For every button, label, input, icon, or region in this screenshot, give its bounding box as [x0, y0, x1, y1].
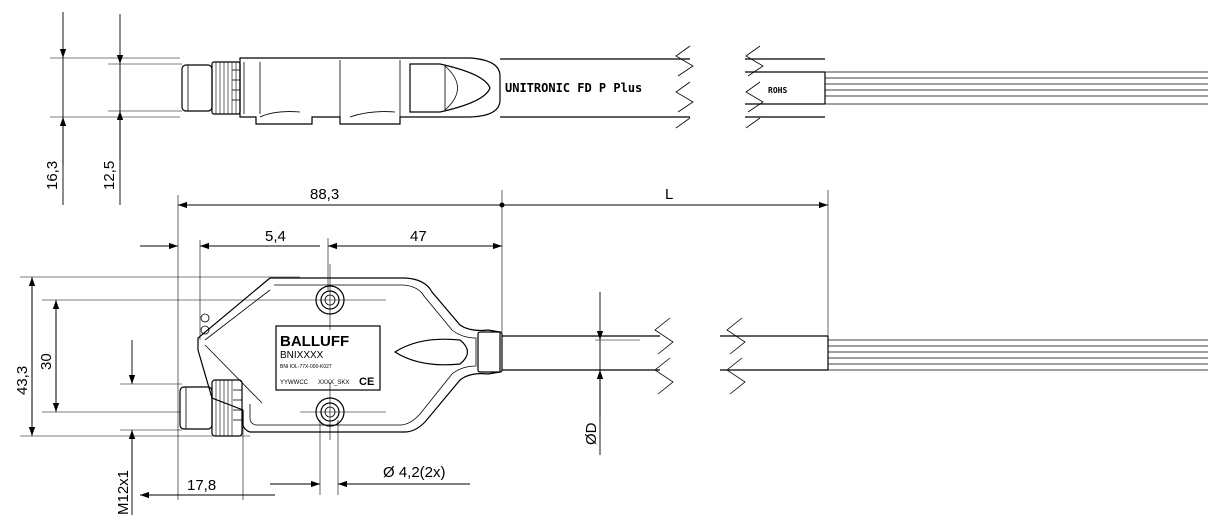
dim-hole-diameter-text: Ø 4,2(2x): [383, 464, 446, 481]
dim-connector-length: 17,8: [140, 420, 275, 500]
dim-height-total-text: 43,3: [14, 366, 31, 395]
connector-side: [181, 61, 241, 115]
dim-hole-spacing-text: 30: [38, 353, 55, 370]
dim-hole-spacing: 30: [38, 299, 300, 413]
label-model: BNIXXXX: [280, 350, 324, 361]
dim-offset-left: 5,4: [140, 228, 320, 340]
dim-cable-length-text: L: [665, 186, 673, 203]
label-brand: BALLUFF: [280, 333, 349, 350]
dim-connector-length-text: 17,8: [187, 477, 216, 494]
dim-hole-to-end: 47: [327, 228, 502, 290]
front-view: 88,3 L 5,4 47 43,3: [14, 186, 1208, 515]
dim-hole-diameter: Ø 4,2(2x): [270, 420, 470, 495]
label-ce-mark: CE: [359, 376, 374, 388]
cable-side: UNITRONIC FD P Plus ROHS: [500, 45, 1208, 129]
dim-cable-length: L: [502, 186, 828, 209]
label-date-code: YYWWCC: [280, 380, 309, 386]
dim-length-body: 88,3: [178, 186, 505, 209]
label-serial: XXXX_SKX: [318, 380, 349, 386]
dim-hole-to-end-text: 47: [410, 228, 427, 245]
cable-front: [502, 317, 1208, 395]
housing-side: [239, 57, 501, 125]
dim-overall-height: 16,3: [44, 12, 180, 205]
connector-front: [179, 379, 243, 437]
label-order-code: BNI IOL-77X-000-K027: [280, 364, 332, 370]
dim-cable-diameter: ØD: [583, 292, 640, 455]
dim-offset-left-text: 5,4: [265, 228, 286, 245]
top-view: 16,3 12,5: [44, 12, 1208, 205]
dim-body-height-text: 12,5: [101, 161, 118, 190]
dim-cable-diameter-text: ØD: [583, 422, 600, 445]
dim-connector-thread-text: M12x1: [115, 470, 132, 515]
rohs-mark: ROHS: [768, 86, 787, 95]
dim-body-height: 12,5: [101, 14, 182, 205]
dim-connector-thread: M12x1: [115, 340, 182, 515]
cable-print-text: UNITRONIC FD P Plus: [505, 81, 642, 95]
housing-front: [197, 264, 503, 440]
dim-length-body-text: 88,3: [310, 186, 339, 203]
dim-overall-height-text: 16,3: [44, 161, 61, 190]
product-label: BALLUFF BNIXXXX BNI IOL-77X-000-K027 YYW…: [275, 325, 381, 391]
